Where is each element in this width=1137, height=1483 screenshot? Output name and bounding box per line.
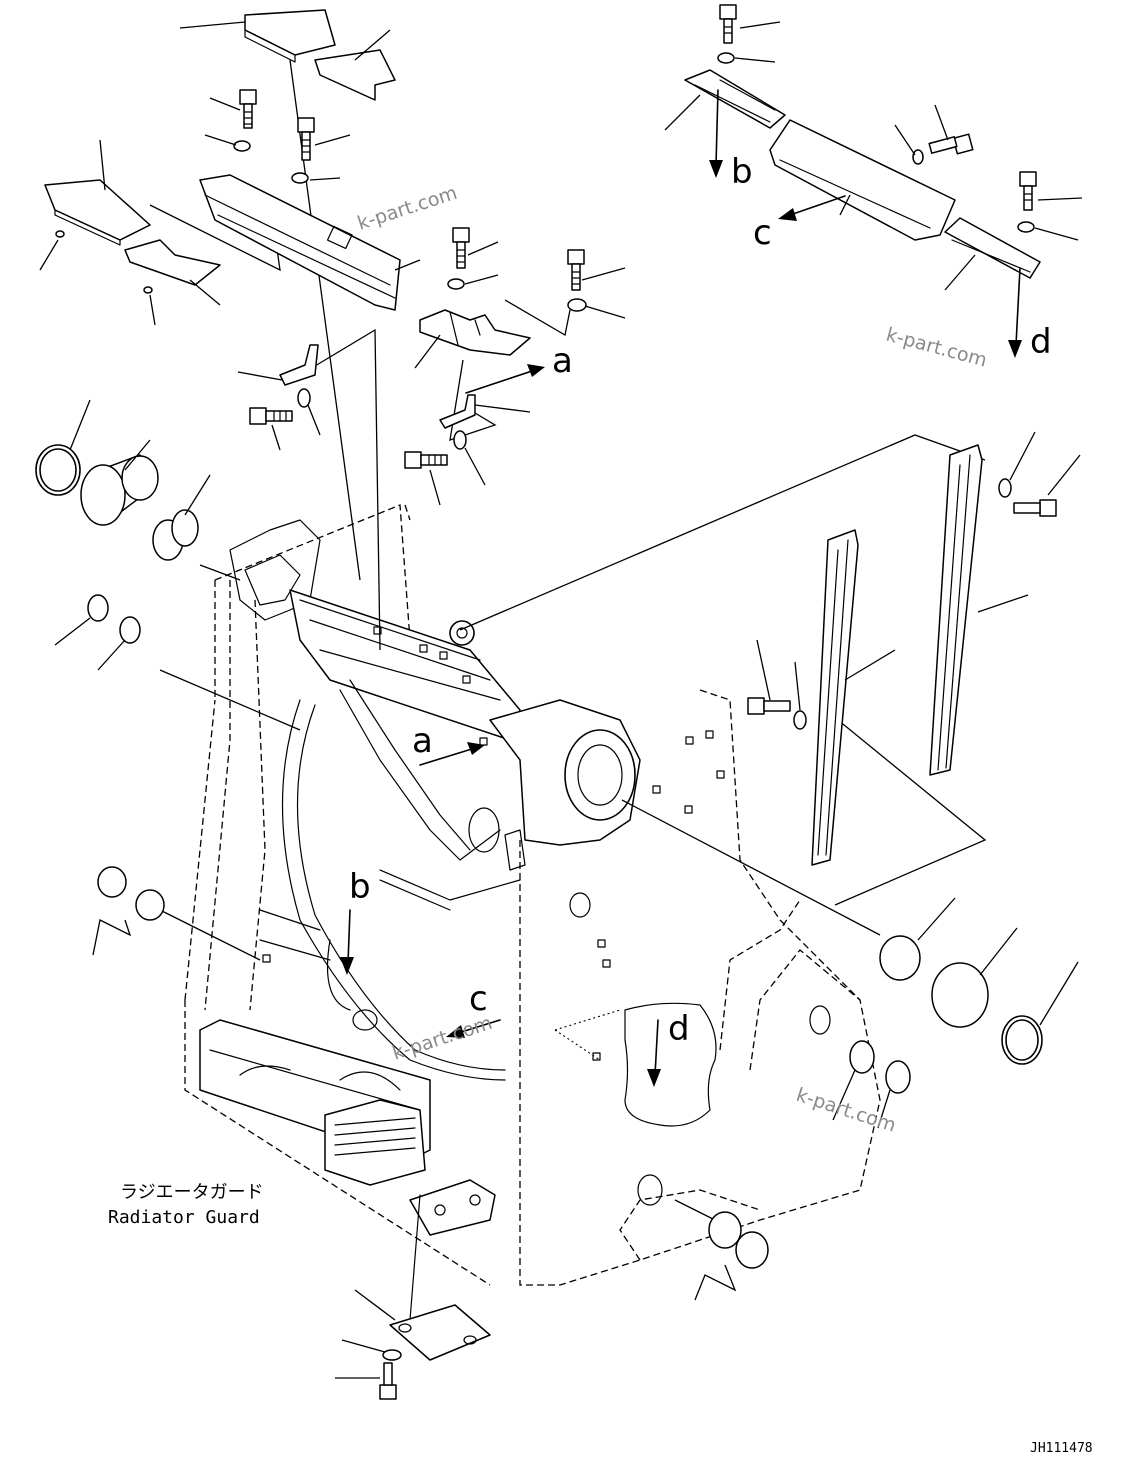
part-leader-lines — [39, 21, 1083, 1379]
drawing-code: JH111478 — [1030, 1441, 1093, 1456]
bushings-right — [708, 935, 1043, 1269]
bolt-rail-2 — [1013, 499, 1057, 517]
bolt-top-left-1 — [239, 89, 257, 129]
callout-arrows — [340, 89, 1022, 1087]
bolt-bottom — [379, 1362, 397, 1400]
callout-labels: a a b b c c d d — [349, 152, 1052, 1049]
bolt-horizontal-top-right — [928, 133, 974, 155]
caption-english: Radiator Guard — [108, 1207, 260, 1228]
watermark-3: k-part.com — [390, 1012, 495, 1065]
bolt-horizontal-mid — [404, 451, 448, 469]
callout-b-top: b — [731, 152, 753, 192]
radiator-guard-frame — [184, 504, 881, 1321]
watermark-1: k-part.com — [355, 182, 460, 235]
bolt-horizontal-left — [249, 407, 293, 425]
callout-b-frame: b — [349, 867, 371, 907]
bushings-left — [35, 444, 199, 921]
top-left-parts — [44, 9, 401, 425]
bolt-top-right-2 — [1019, 171, 1037, 211]
caption-japanese: ラジエータガード — [120, 1182, 264, 1203]
bolt-rail-1 — [747, 697, 791, 715]
top-middle-parts — [404, 227, 587, 469]
bottom-parts — [379, 1304, 491, 1400]
watermark-2: k-part.com — [884, 324, 990, 372]
callout-c-frame: c — [469, 979, 488, 1019]
callout-d-frame: d — [668, 1009, 690, 1049]
callout-d-top: d — [1030, 322, 1052, 362]
frame-bolt-holes — [262, 626, 725, 1061]
top-right-parts — [684, 4, 1041, 279]
bolt-top-mid-2 — [567, 249, 585, 291]
bolt-top-left-2 — [297, 117, 315, 161]
vertical-rails — [747, 444, 1057, 866]
bolt-top-mid-1 — [452, 227, 470, 269]
callout-c-top: c — [753, 213, 772, 253]
bolt-top-right-1 — [719, 4, 737, 44]
callout-a-frame: a — [412, 721, 433, 761]
callout-a-top: a — [552, 341, 573, 381]
